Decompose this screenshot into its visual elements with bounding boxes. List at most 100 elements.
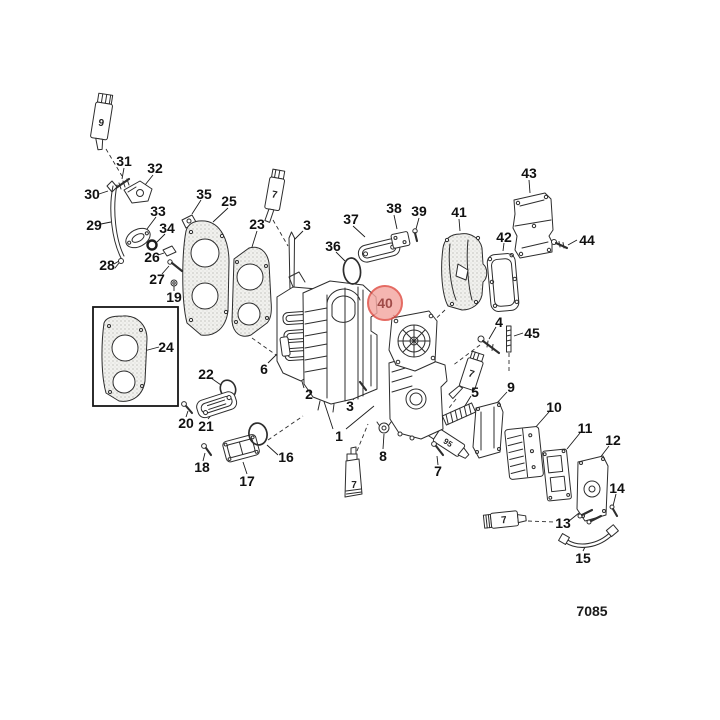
tube-7a-label: 7 (271, 189, 279, 201)
callout-12[interactable]: 12 (605, 432, 621, 448)
tube-7-upper-center-icon: 7 (264, 168, 286, 223)
part-4-bolt (477, 335, 501, 355)
part-10-reed-block (504, 426, 544, 480)
part-25-end-cap (182, 220, 230, 336)
part-1-cylinder-block (302, 280, 378, 413)
part-33-gasket (125, 227, 151, 249)
callout-24[interactable]: 24 (158, 339, 174, 355)
part-15-hose (558, 524, 619, 548)
part-28-clip (114, 258, 124, 269)
part-16-o-ring (248, 422, 268, 446)
callout-7[interactable]: 7 (434, 463, 442, 479)
part-29-tube (110, 184, 125, 259)
part-7-bolt (431, 441, 445, 457)
part-36-o-ring (342, 257, 362, 285)
callout-16[interactable]: 16 (278, 449, 294, 465)
callout-25[interactable]: 25 (221, 193, 237, 209)
callout-36[interactable]: 36 (325, 238, 341, 254)
callout-10[interactable]: 10 (546, 399, 562, 415)
part-26-retainer (162, 245, 177, 257)
part-21-cover (196, 391, 238, 419)
callout-26[interactable]: 26 (144, 249, 160, 265)
callout-27[interactable]: 27 (149, 271, 165, 287)
callout-28[interactable]: 28 (99, 257, 115, 273)
callout-17[interactable]: 17 (239, 473, 255, 489)
highlight-circle-part-40[interactable]: 40 (367, 285, 403, 321)
part-18-bolt (201, 443, 213, 457)
part-12-end-cover (576, 455, 609, 522)
part-40-end-cap-housing (388, 310, 438, 372)
part-39-screw (412, 228, 419, 243)
callout-3a[interactable]: 3 (303, 217, 311, 233)
callout-22[interactable]: 22 (198, 366, 214, 382)
callout-32[interactable]: 32 (147, 160, 163, 176)
callout-33[interactable]: 33 (150, 203, 166, 219)
part-8-check-valve (376, 421, 392, 434)
callout-43[interactable]: 43 (521, 165, 537, 181)
callout-6[interactable]: 6 (260, 361, 268, 377)
callout-38[interactable]: 38 (386, 200, 402, 216)
callout-30[interactable]: 30 (84, 186, 100, 202)
part-24-highlight-box (92, 306, 179, 407)
part-44-bolt (551, 239, 569, 250)
callout-19[interactable]: 19 (166, 289, 182, 305)
callout-20[interactable]: 20 (178, 415, 194, 431)
callout-9[interactable]: 9 (507, 379, 515, 395)
callout-35[interactable]: 35 (196, 186, 212, 202)
tube-7c-label: 7 (351, 480, 357, 491)
callout-14[interactable]: 14 (609, 480, 625, 496)
part-24-end-cap (101, 315, 148, 402)
callout-15[interactable]: 15 (575, 550, 591, 566)
callout-13[interactable]: 13 (555, 515, 571, 531)
callout-31[interactable]: 31 (116, 153, 132, 169)
part-17-cover (222, 434, 260, 463)
callout-39[interactable]: 39 (411, 203, 427, 219)
callout-21[interactable]: 21 (198, 418, 214, 434)
part-23-gasket (231, 246, 272, 337)
part-13-bolts (577, 508, 603, 525)
part-3-stud-lower (358, 380, 368, 392)
part-19-grommet (170, 279, 178, 287)
callout-3b[interactable]: 3 (346, 398, 354, 414)
tube-7-mid-right-icon: 7 (448, 350, 485, 400)
part-6-check-valve (279, 336, 291, 357)
part-27-screw (167, 259, 184, 273)
part-38-plate (390, 231, 411, 249)
callout-41[interactable]: 41 (451, 204, 467, 220)
part-5-divider-plate (441, 402, 477, 426)
part-3-dowel-upper (288, 231, 295, 291)
callout-18[interactable]: 18 (194, 459, 210, 475)
part-20-bolt (181, 401, 194, 415)
part-42-gasket (486, 252, 520, 312)
callout-42[interactable]: 42 (496, 229, 512, 245)
callout-44[interactable]: 44 (579, 232, 595, 248)
callout-45[interactable]: 45 (524, 325, 540, 341)
callout-2[interactable]: 2 (305, 386, 313, 402)
tube-7-bottom-right-icon: 7 (482, 510, 527, 529)
callout-34[interactable]: 34 (159, 220, 175, 236)
tube-7-lower-left-icon: 7 (344, 446, 363, 498)
part-1-rear-half (388, 354, 448, 441)
part-9-adaptor-plate (472, 401, 504, 459)
figure-number: 7085 (576, 603, 608, 619)
part-45-stud (506, 325, 512, 353)
callout-23[interactable]: 23 (249, 216, 265, 232)
callout-1[interactable]: 1 (335, 428, 343, 444)
part-32-bracket (123, 180, 153, 204)
tube-7b-label: 7 (467, 368, 476, 380)
tube-9-label: 9 (98, 118, 106, 130)
callout-5[interactable]: 5 (471, 384, 479, 400)
highlight-label: 40 (377, 295, 393, 311)
callout-11[interactable]: 11 (577, 420, 593, 436)
callout-8[interactable]: 8 (379, 448, 387, 464)
part-11-gasket (542, 448, 572, 502)
part-34-seal-ring (146, 239, 158, 251)
callout-29[interactable]: 29 (86, 217, 102, 233)
part-43-plate (512, 192, 554, 259)
callout-37[interactable]: 37 (343, 211, 359, 227)
tube-9-top-left-icon: 9 (90, 92, 114, 151)
callout-4[interactable]: 4 (495, 314, 503, 330)
